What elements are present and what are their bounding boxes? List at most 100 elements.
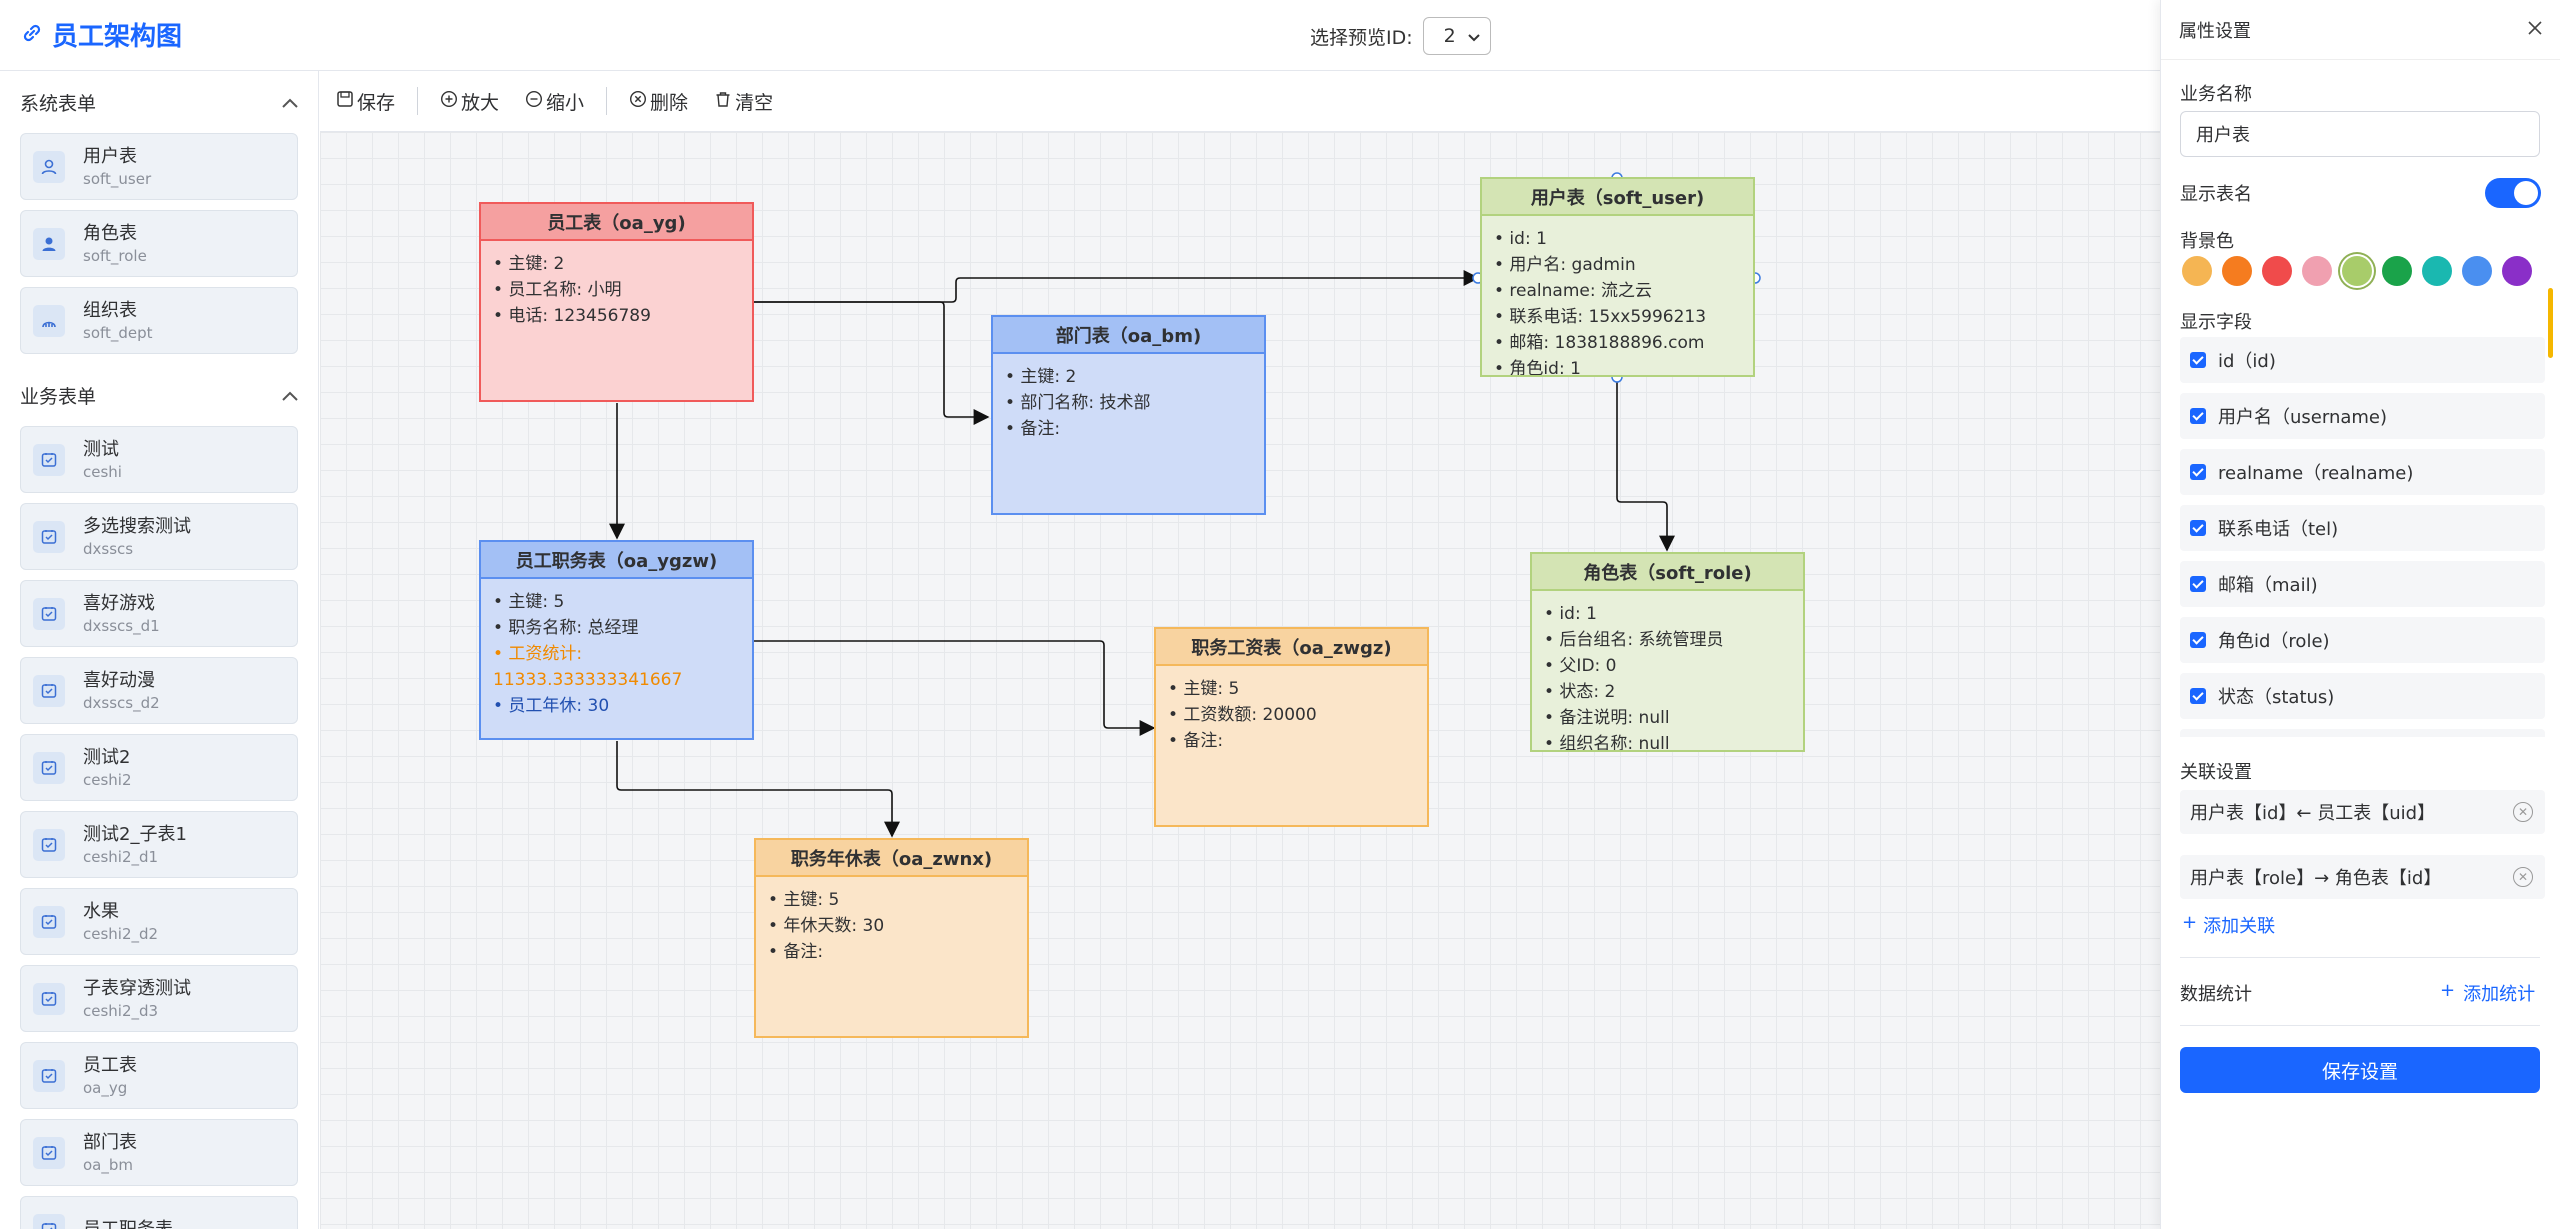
color-swatch[interactable] [2422,256,2452,286]
field-option[interactable]: 联系电话（tel) [2180,505,2545,551]
show-name-toggle[interactable] [2485,178,2541,208]
checkbox[interactable] [2190,632,2206,648]
node-oa-zwnx[interactable]: 职务年休表（oa_zwnx) • 主键: 5• 年休天数: 30• 备注: [754,838,1029,1038]
field-option[interactable]: realname（realname) [2180,449,2545,495]
close-circle-icon [629,90,647,113]
add-relation-button[interactable]: +添加关联 [2182,912,2275,938]
sidebar-item-name: 测试2 [83,746,132,770]
checkbox[interactable] [2190,408,2206,424]
field-option[interactable]: 角色id（role) [2180,617,2545,663]
delete-button[interactable]: 删除 [629,88,688,115]
save-settings-button[interactable]: 保存设置 [2180,1047,2540,1093]
field-option[interactable]: 用户名（username) [2180,393,2545,439]
stats-label: 数据统计 [2180,980,2252,1006]
biz-name-input[interactable]: 用户表 [2180,111,2540,157]
biz-name-label: 业务名称 [2180,80,2252,106]
color-swatch[interactable] [2222,256,2252,286]
node-oa-ygzw[interactable]: 员工职务表（oa_ygzw) • 主键: 5 • 职务名称: 总经理 • 工资统… [479,540,754,740]
sidebar: 系统表单 用户表soft_user 角色表soft_role 组织表soft_d… [0,71,319,1229]
checkbox[interactable] [2190,576,2206,592]
color-swatch[interactable] [2382,256,2412,286]
field-label: realname（realname) [2218,459,2413,485]
color-swatch[interactable] [2302,256,2332,286]
close-icon[interactable] [2528,19,2542,40]
checkbox[interactable] [2190,352,2206,368]
zoom-in-button[interactable]: 放大 [440,88,499,115]
add-stat-button[interactable]: +添加统计 [2440,980,2535,1006]
app-title: 员工架构图 [22,16,182,53]
zoom-out-button[interactable]: 缩小 [525,88,584,115]
color-swatch[interactable] [2342,256,2372,286]
sidebar-item-soft-user[interactable]: 用户表soft_user [20,133,298,200]
system-section-header[interactable]: 系统表单 [0,71,318,133]
form-icon [33,829,65,861]
sidebar-item-business[interactable]: 水果ceshi2_d2 [20,888,298,955]
business-list: 测试ceshi 多选搜索测试dxsscs 喜好游戏dxsscs_d1 喜好动漫dxss… [0,426,318,1229]
sidebar-item-business[interactable]: 测试ceshi [20,426,298,493]
form-icon [33,1060,65,1092]
sidebar-item-business[interactable]: 测试2_子表1ceshi2_d1 [20,811,298,878]
relation-text: 用户表【role】→ 角色表【id】 [2190,864,2441,890]
form-icon [33,521,65,553]
remove-relation-icon[interactable]: ✕ [2513,867,2533,887]
sidebar-item-business[interactable]: 喜好动漫dxsscs_d2 [20,657,298,724]
node-stat-label: • 工资统计: [493,641,740,667]
sidebar-item-name: 角色表 [83,222,147,246]
checkbox[interactable] [2190,688,2206,704]
color-swatch[interactable] [2502,256,2532,286]
org-icon [33,305,65,337]
node-soft-role[interactable]: 角色表（soft_role) • id: 1• 后台组名: 系统管理员• 父ID… [1530,552,1805,752]
node-oa-bm[interactable]: 部门表（oa_bm) • 主键: 2• 部门名称: 技术部• 备注: [991,315,1266,515]
sidebar-item-business[interactable]: 子表穿透测试ceshi2_d3 [20,965,298,1032]
field-option[interactable]: 状态（status) [2180,673,2545,719]
color-swatch[interactable] [2462,256,2492,286]
sidebar-item-code: ceshi2_d3 [83,1001,191,1021]
preview-id-value: 2 [1444,25,1456,47]
node-field: • 主键: 5 [768,887,1015,913]
field-label: id（id) [2218,347,2276,373]
show-name-label: 显示表名 [2180,180,2252,206]
sidebar-item-business[interactable]: 多选搜索测试dxsscs [20,503,298,570]
fields-label: 显示字段 [2180,308,2252,334]
role-icon [33,228,65,260]
color-swatch[interactable] [2182,256,2212,286]
node-field: • 备注: [768,939,1015,965]
field-option[interactable]: 邮箱（mail) [2180,561,2545,607]
sidebar-item-soft-dept[interactable]: 组织表soft_dept [20,287,298,354]
diagram-canvas[interactable]: 员工表（oa_yg) • 主键: 2• 员工名称: 小明• 电话: 123456… [320,132,2160,1229]
panel-title: 属性设置 [2179,17,2251,43]
color-swatch[interactable] [2262,256,2292,286]
scrollbar[interactable] [2548,288,2553,358]
checkbox[interactable] [2190,520,2206,536]
business-section-header[interactable]: 业务表单 [0,364,318,426]
node-field: • 工资数额: 20000 [1168,702,1415,728]
node-title: 职务工资表（oa_zwgz) [1156,629,1427,666]
node-field: • 角色id: 1 [1494,356,1741,377]
sidebar-item-business[interactable]: 喜好游戏dxsscs_d1 [20,580,298,647]
remove-relation-icon[interactable]: ✕ [2513,802,2533,822]
node-stat-field: • 员工年休: 30 [493,693,740,719]
chevron-up-icon [282,384,298,406]
field-option[interactable]: id（id) [2180,337,2545,383]
node-oa-zwgz[interactable]: 职务工资表（oa_zwgz) • 主键: 5• 工资数额: 20000• 备注: [1154,627,1429,827]
field-option[interactable]: 组织名称（dept) [2180,729,2545,737]
connector-ygzw-zwnx [617,741,892,836]
sidebar-item-name: 组织表 [83,299,153,323]
toolbar: 保存 放大 缩小 删除 清空 [320,71,2160,132]
form-icon [33,1214,65,1229]
node-oa-yg[interactable]: 员工表（oa_yg) • 主键: 2• 员工名称: 小明• 电话: 123456… [479,202,754,402]
sidebar-item-code: ceshi2_d1 [83,847,187,867]
preview-id-select[interactable]: 2 [1423,17,1491,55]
save-button[interactable]: 保存 [336,88,395,115]
sidebar-item-business[interactable]: 部门表oa_bm [20,1119,298,1186]
sidebar-item-soft-role[interactable]: 角色表soft_role [20,210,298,277]
node-soft-user[interactable]: 用户表（soft_user) • id: 1• 用户名: gadmin• rea… [1480,177,1755,377]
sidebar-item-name: 测试2_子表1 [83,823,187,847]
form-icon [33,983,65,1015]
checkbox[interactable] [2190,464,2206,480]
clear-button[interactable]: 清空 [714,88,773,115]
sidebar-item-business[interactable]: 测试2ceshi2 [20,734,298,801]
sidebar-item-business[interactable]: 员工表oa_yg [20,1042,298,1109]
sidebar-item-code: oa_bm [83,1155,137,1175]
sidebar-item-business[interactable]: 员工职务表 [20,1196,298,1229]
